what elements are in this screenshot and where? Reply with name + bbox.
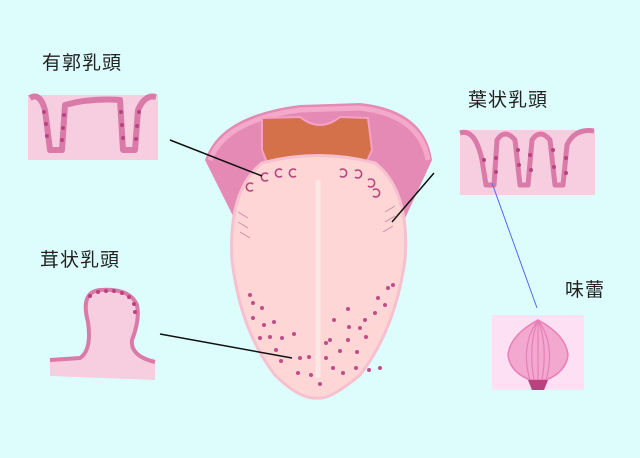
fungiform-papilla-illustration bbox=[49, 287, 156, 380]
leader-line-fungiform bbox=[159, 333, 293, 359]
leader-line-taste-bud bbox=[491, 182, 538, 309]
label-circumvallate-papilla: 有郭乳頭 bbox=[42, 52, 123, 74]
taste-bud-illustration bbox=[492, 315, 584, 390]
circumvallate-papilla-illustration bbox=[28, 93, 158, 160]
leader-line-circumvallate bbox=[169, 139, 263, 177]
leader-lines bbox=[159, 139, 538, 359]
foliate-papilla-illustration bbox=[459, 128, 595, 195]
leader-line-foliate bbox=[391, 172, 435, 223]
label-fungiform-papilla: 茸状乳頭 bbox=[40, 249, 121, 271]
label-foliate-papilla: 葉状乳頭 bbox=[468, 89, 549, 111]
tongue bbox=[230, 154, 408, 400]
label-taste-bud: 味蕾 bbox=[565, 279, 606, 301]
